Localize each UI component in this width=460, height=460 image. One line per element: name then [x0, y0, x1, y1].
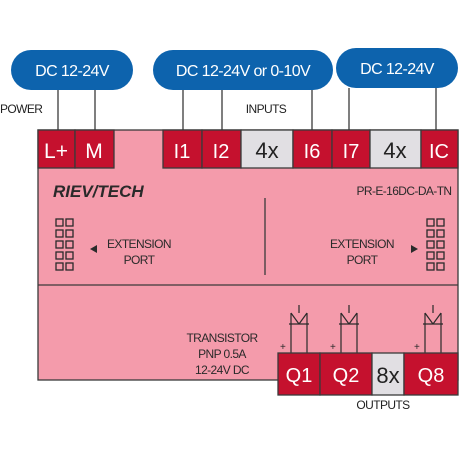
- transistor-q8-icon: [423, 305, 443, 353]
- terminal-strip-top: [37, 129, 459, 169]
- outputs-label: OUTPUTS: [356, 398, 410, 412]
- output-spec-line3: 12-24V DC: [195, 363, 250, 377]
- power-supply-middle: DC 12-24V or 0-10V: [153, 50, 333, 90]
- extension-port-right-line2: PORT: [347, 253, 379, 267]
- extension-port-right-line1: EXTENSION: [330, 237, 394, 251]
- brand-logo: RIEV/TECH: [53, 182, 144, 201]
- arrow-left-icon: [90, 245, 97, 253]
- supply-label: DC 12-24V: [35, 63, 110, 80]
- extension-port-left-line2: PORT: [124, 253, 156, 267]
- terminal-i6: I6: [304, 141, 321, 163]
- terminal-group-4x-left: 4x: [255, 138, 278, 163]
- terminal-ic: IC: [429, 141, 449, 163]
- terminal-q1: Q1: [286, 365, 313, 387]
- terminal-i7: I7: [343, 141, 360, 163]
- extension-port-left-pins: [55, 218, 74, 271]
- supply-label: DC 12-24V: [360, 61, 435, 78]
- output-spec-line1: TRANSISTOR: [186, 331, 258, 345]
- inputs-label: INPUTS: [246, 102, 287, 116]
- terminal-q2: Q2: [333, 365, 360, 387]
- plus-sign-q8: +: [414, 342, 420, 353]
- arrow-right-icon: [411, 245, 418, 253]
- supply-label: DC 12-24V or 0-10V: [176, 63, 311, 80]
- terminal-l-plus: L+: [44, 140, 68, 163]
- transistor-q2-icon: [339, 305, 359, 353]
- terminal-i1: I1: [174, 141, 191, 163]
- output-spec-line2: PNP 0.5A: [198, 347, 246, 361]
- supply-wiring: [57, 86, 437, 130]
- power-supply-right: DC 12-24V: [336, 48, 458, 88]
- extension-port-right-pins: [426, 218, 445, 271]
- terminal-q8: Q8: [418, 365, 445, 387]
- plus-sign-q2: +: [330, 342, 336, 353]
- transistor-q1-icon: [289, 305, 309, 353]
- plus-sign-q1: +: [280, 342, 286, 353]
- terminal-group-8x: 8x: [376, 363, 399, 388]
- module-body: [37, 129, 459, 381]
- terminal-i2: I2: [213, 141, 230, 163]
- power-label: POWER: [0, 102, 43, 116]
- power-supply-left: DC 12-24V: [11, 50, 133, 90]
- model-number: PR-E-16DC-DA-TN: [356, 184, 451, 198]
- terminal-group-4x-right: 4x: [383, 138, 406, 163]
- terminal-m: M: [85, 140, 103, 163]
- terminal-strip-bottom: [277, 352, 459, 396]
- extension-port-left-line1: EXTENSION: [107, 237, 171, 251]
